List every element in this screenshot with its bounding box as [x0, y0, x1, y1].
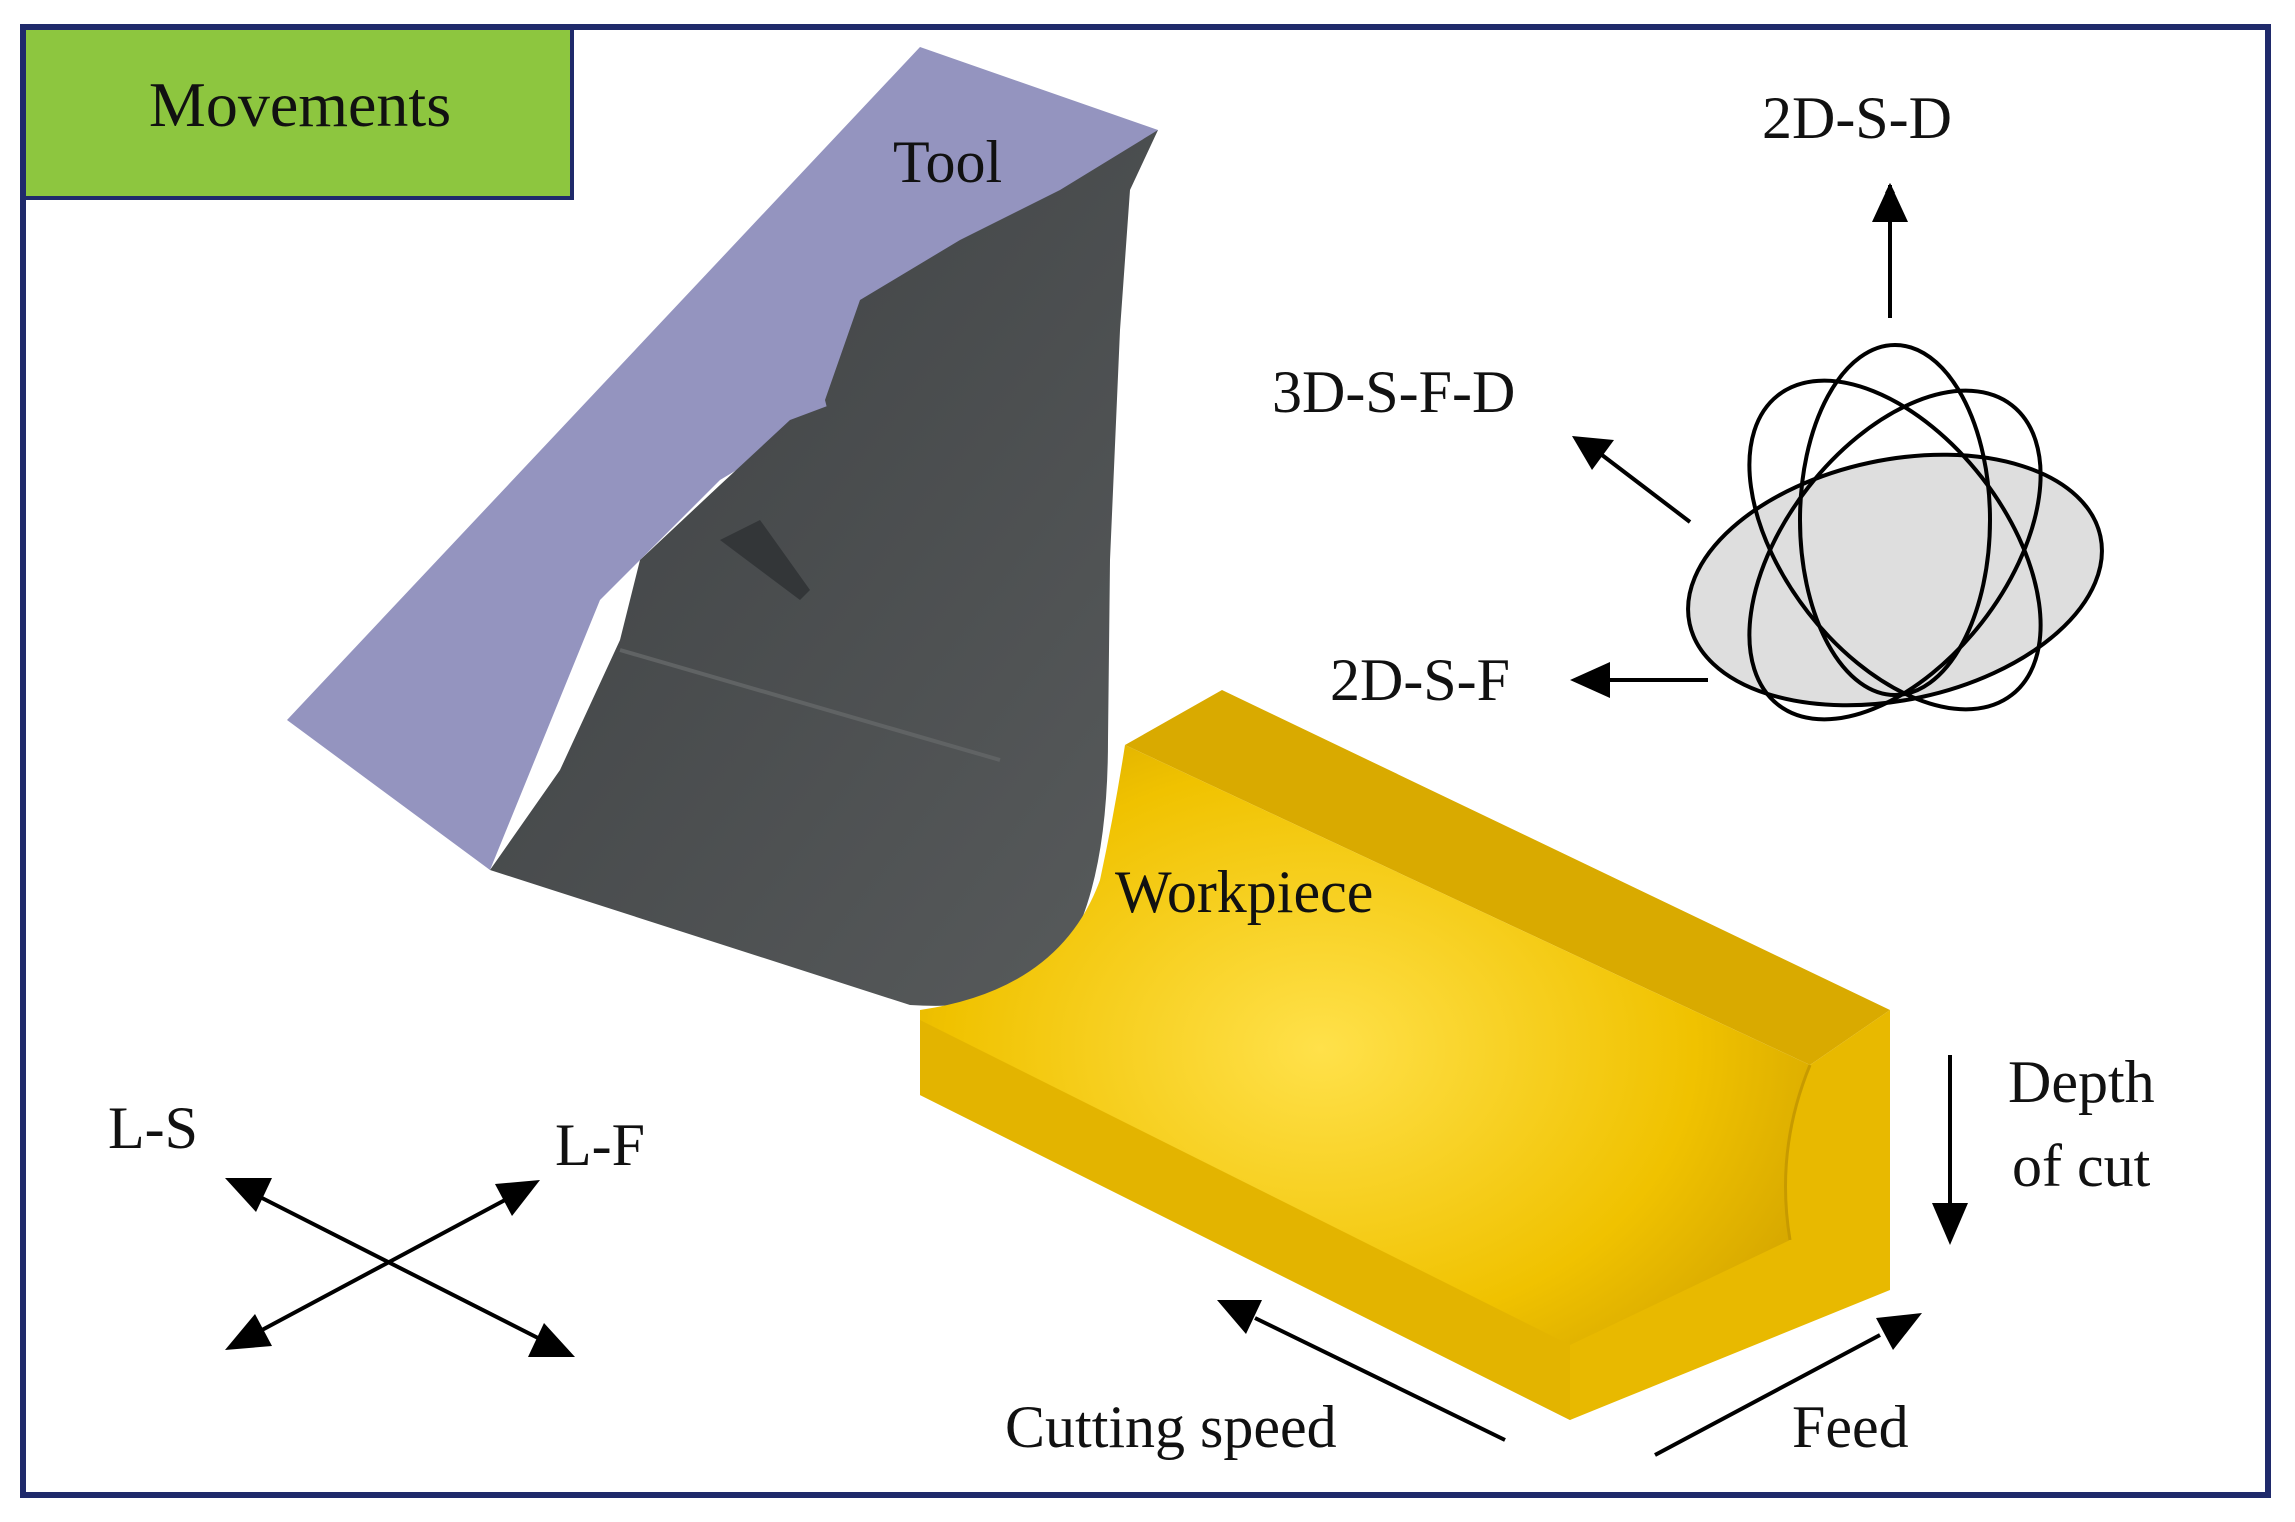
- workpiece-groove-edge: [1784, 1064, 1812, 1241]
- orbit-ellipse-vertical: [1798, 343, 1992, 697]
- label-3d-s-f-d: 3D-S-F-D: [1272, 359, 1515, 425]
- label-l-f: L-F: [555, 1112, 645, 1178]
- arrow-l-f-head-start: [225, 1314, 272, 1350]
- arrow-depth-of-cut-head: [1932, 1203, 1968, 1245]
- label-2d-s-d: 2D-S-D: [1762, 85, 1952, 151]
- orbit-ellipse-filled: [1686, 452, 2104, 708]
- arrow-cutting-speed-head: [1217, 1300, 1262, 1334]
- workpiece-shape: [920, 690, 1890, 1420]
- arrow-l-f: [261, 1198, 506, 1332]
- label-l-s: L-S: [108, 1095, 198, 1161]
- orbit-ellipse-tilted-right: [1747, 388, 2043, 722]
- arrow-l-f-head-end: [495, 1180, 540, 1216]
- arrow-l-s-head-start: [225, 1178, 272, 1212]
- arrow-3d-s-f-d: [1600, 453, 1692, 524]
- label-tool: Tool: [893, 129, 1002, 195]
- label-2d-s-f: 2D-S-F: [1330, 647, 1510, 713]
- label-depth-line2: of cut: [2012, 1133, 2151, 1199]
- workpiece-groove: [920, 745, 1810, 1420]
- label-workpiece: Workpiece: [1115, 859, 1373, 925]
- arrow-2d-s-d-head: [1872, 183, 1908, 222]
- tool-edge-highlight: [619, 648, 1001, 762]
- tool-body: [490, 130, 1158, 1006]
- diagram-title: Movements: [148, 69, 452, 140]
- arrow-l-s-head-end: [528, 1323, 575, 1357]
- arrow-2d-s-f-head: [1570, 662, 1610, 698]
- arrow-feed-head: [1876, 1313, 1922, 1350]
- tool-notch-shadow: [720, 520, 810, 600]
- workpiece-end-face: [1570, 1010, 1890, 1420]
- motion-ellipses: [1686, 343, 2104, 722]
- workpiece-front-face: [920, 1020, 1570, 1420]
- arrow-3d-s-f-d-head: [1572, 436, 1614, 470]
- tool-shape: [287, 47, 1158, 1006]
- workpiece-top-ridge: [1125, 690, 1890, 1065]
- arrow-feed: [1654, 1333, 1881, 1457]
- title-box: Movements: [26, 30, 574, 200]
- orbit-ellipse-tilted-left: [1747, 378, 2043, 712]
- arrow-l-s: [261, 1196, 539, 1340]
- label-feed: Feed: [1792, 1394, 1909, 1460]
- arrow-cutting-speed: [1254, 1316, 1506, 1442]
- label-depth-line1: Depth: [2008, 1049, 2155, 1115]
- label-cutting-speed: Cutting speed: [1005, 1394, 1337, 1460]
